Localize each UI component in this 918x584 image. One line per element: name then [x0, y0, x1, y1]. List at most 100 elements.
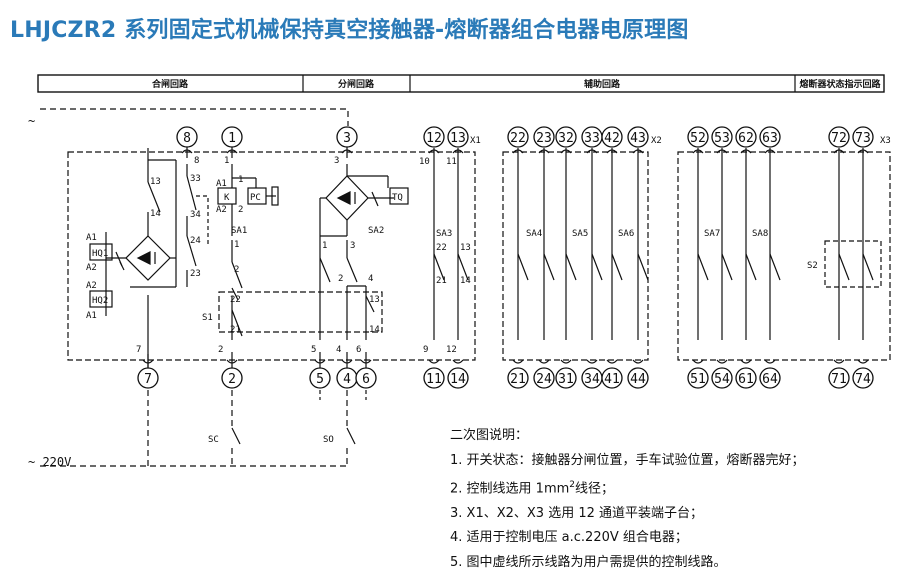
- top-terminal-socket-42: [606, 149, 618, 154]
- bottom-terminal-label-64: 64: [762, 372, 778, 387]
- bottom-terminal-label-6: 6: [362, 372, 370, 387]
- cn-9: 9: [423, 345, 428, 355]
- bottom-terminal-label-2: 2: [228, 372, 236, 387]
- top-terminal-label-3: 3: [343, 131, 351, 146]
- bottom-terminal-label-54: 54: [714, 372, 730, 387]
- bottom-terminal-socket-2: [226, 359, 238, 364]
- top-terminal-label-42: 42: [604, 131, 620, 146]
- supply-top-line: [40, 108, 349, 126]
- top-terminal-socket-32: [560, 149, 572, 154]
- top-terminal-socket-63: [764, 149, 776, 154]
- top-terminal-socket-1: [226, 149, 238, 154]
- sa2-label: SA2: [368, 226, 384, 236]
- note-2-b: 线径；: [575, 481, 615, 497]
- top-terminal-label-8: 8: [183, 131, 191, 146]
- page-title: LHJCZR2 系列固定式机械保持真空接触器-熔断器组合电器电原理图: [10, 18, 689, 43]
- bottom-terminal-socket-51: [692, 359, 704, 364]
- hq1-label: HQ1: [92, 249, 108, 259]
- bottom-terminal-circle-44: [627, 367, 649, 389]
- cn-34: 34: [190, 210, 201, 220]
- top-terminal-circle-13: [447, 126, 469, 148]
- bottom-terminal-circle-21: [507, 367, 529, 389]
- header-aux: 辅助回路: [584, 78, 621, 90]
- top-terminal-label-23: 23: [536, 131, 552, 146]
- bottom-terminal-circle-31: [555, 367, 577, 389]
- bottom-terminal-socket-11: [428, 359, 440, 364]
- top-terminal-circle-62: [735, 126, 757, 148]
- note-1: 1. 开关状态：接触器分闸位置，手车试验位置，熔断器完好；: [450, 452, 805, 468]
- sa3-label: SA3: [436, 229, 452, 239]
- bottom-terminal-label-44: 44: [630, 372, 646, 387]
- top-terminal-socket-12: [428, 149, 440, 154]
- cn-10: 10: [419, 157, 430, 167]
- cn-3a: 3: [334, 156, 339, 166]
- header-fuse: 熔断器状态指示回路: [799, 78, 881, 90]
- bottom-terminal-label-41: 41: [604, 372, 620, 387]
- cn-3b: 3: [350, 241, 355, 251]
- top-terminal-circle-43: [627, 126, 649, 148]
- bottom-terminal-socket-61: [740, 359, 752, 364]
- supply-bottom-label: ~ 220V: [28, 455, 71, 469]
- bottom-terminal-socket-6: [360, 359, 372, 364]
- cn-6e: 6: [356, 345, 361, 355]
- top-terminal-circle-73: [852, 126, 874, 148]
- cn-22a: 22: [230, 295, 241, 305]
- top-terminal-label-33: 33: [584, 131, 600, 146]
- sa7-label: SA7: [704, 229, 720, 239]
- top-terminal-socket-22: [512, 149, 524, 154]
- k-label: K: [224, 193, 230, 203]
- cn-1a: 1: [224, 156, 229, 166]
- top-terminal-label-52: 52: [690, 131, 706, 146]
- bottom-terminal-circle-41: [601, 367, 623, 389]
- cn-1b: 1: [238, 175, 243, 185]
- bottom-terminal-socket-71: [833, 359, 845, 364]
- cn-2b: 2: [238, 205, 243, 215]
- x1-label: X1: [470, 136, 481, 146]
- bottom-terminal-label-14: 14: [450, 372, 466, 387]
- top-terminal-label-73: 73: [855, 131, 871, 146]
- bottom-terminal-label-21: 21: [510, 372, 526, 387]
- bottom-terminal-label-5: 5: [316, 372, 324, 387]
- bottom-terminal-label-71: 71: [831, 372, 847, 387]
- x3-label: X3: [880, 136, 891, 146]
- x2-box: [502, 151, 649, 361]
- cn-21b: 21: [436, 276, 447, 286]
- cn-12: 12: [446, 345, 457, 355]
- cn-13a: 13: [150, 177, 161, 187]
- cn-14a: 14: [150, 209, 161, 219]
- bottom-terminal-label-31: 31: [558, 372, 574, 387]
- cn-22b: 22: [436, 243, 447, 253]
- tq-label: TQ: [392, 193, 403, 203]
- cn-14c: 14: [460, 276, 471, 286]
- bottom-terminal-label-7: 7: [144, 372, 152, 387]
- top-terminal-socket-23: [538, 149, 550, 154]
- header-frame: [37, 74, 885, 93]
- top-terminal-circle-52: [687, 126, 709, 148]
- top-terminal-label-53: 53: [714, 131, 730, 146]
- cn-7: 7: [136, 345, 141, 355]
- x1-box: [67, 151, 476, 361]
- bottom-terminal-label-51: 51: [690, 372, 706, 387]
- bottom-terminal-socket-24: [538, 359, 550, 364]
- note-5: 5. 图中虚线所示线路为用户需提供的控制线路。: [450, 554, 727, 570]
- sa4-label: SA4: [526, 229, 542, 239]
- top-terminal-label-1: 1: [228, 131, 236, 146]
- top-terminal-socket-72: [833, 149, 845, 154]
- s2-label: S2: [807, 261, 818, 271]
- bottom-terminal-circle-74: [852, 367, 874, 389]
- top-terminal-circle-53: [711, 126, 733, 148]
- bottom-terminal-circle-71: [828, 367, 850, 389]
- a2b-label: A2: [86, 281, 97, 291]
- bottom-terminal-label-4: 4: [343, 372, 351, 387]
- cn-33: 33: [190, 174, 201, 184]
- bottom-terminal-socket-64: [764, 359, 776, 364]
- top-terminal-circle-3: [336, 126, 358, 148]
- cn-4b: 4: [368, 274, 373, 284]
- bottom-terminal-socket-31: [560, 359, 572, 364]
- top-terminal-label-72: 72: [831, 131, 847, 146]
- header-close: 合闸回路: [152, 78, 189, 90]
- top-terminal-circle-63: [759, 126, 781, 148]
- top-terminal-circle-8: [176, 126, 198, 148]
- note-2-sup: 2: [569, 480, 576, 490]
